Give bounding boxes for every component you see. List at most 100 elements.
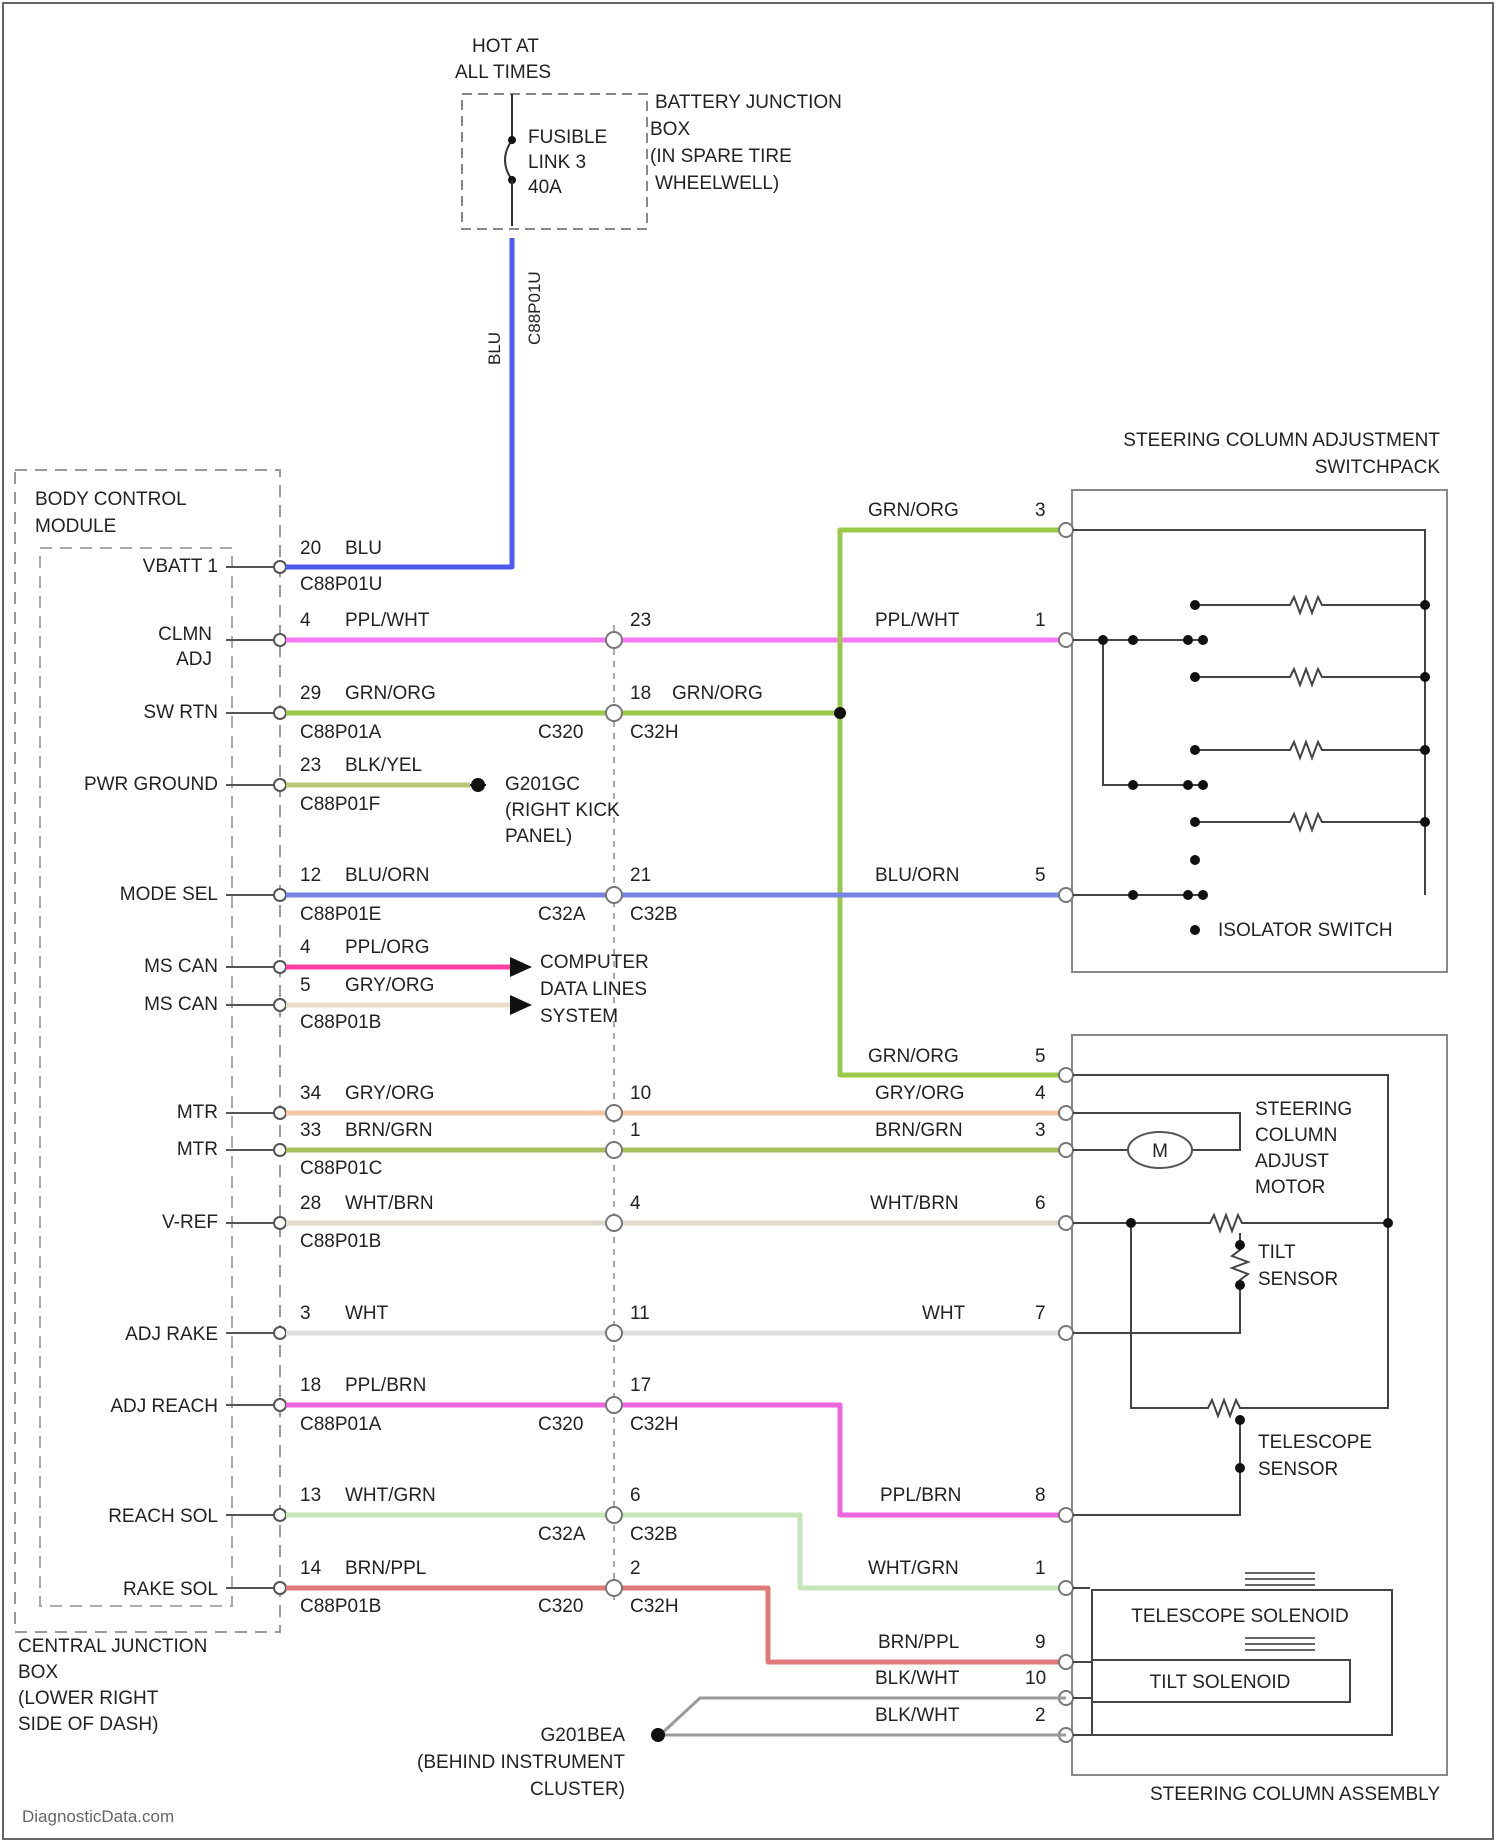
w-whtgrn-pin: 13: [300, 1485, 321, 1506]
w-grnorg-pin: 29: [300, 683, 321, 704]
w-brngrn-rcolor: BRN/GRN: [875, 1120, 963, 1141]
bjb-label-line3: (IN SPARE TIRE: [650, 146, 792, 167]
w-wht-rpin: 7: [1035, 1303, 1046, 1324]
cjb-label-line4: SIDE OF DASH): [18, 1714, 158, 1735]
assembly-title: STEERING COLUMN ASSEMBLY: [1150, 1784, 1440, 1805]
w-whtgrn-conn-right: C32B: [630, 1524, 678, 1545]
w-pplbrn-circuit: C88P01A: [300, 1414, 382, 1435]
w-brnppl-midpin: 2: [630, 1558, 641, 1579]
w-blkyel-ground-l3: PANEL): [505, 826, 572, 847]
w-grnorg-midpin: 18: [630, 683, 651, 704]
splice-dot-grn-org: [834, 707, 846, 719]
w-whtbrn-color: WHT/BRN: [345, 1193, 434, 1214]
ground-g201gc: [470, 778, 486, 792]
wire-labels-left: 20 BLU C88P01U 4 PPL/WHT 23 PPL/WHT 1 29…: [300, 538, 1046, 1653]
motor-label-l1: STEERING: [1255, 1099, 1352, 1120]
w-gryorg-rcolor: GRY/ORG: [875, 1083, 964, 1104]
fuse-label-line1: FUSIBLE: [528, 127, 607, 148]
bcm-outer-dashed: [15, 470, 280, 1632]
w-pplbrn-pin: 18: [300, 1375, 321, 1396]
w-gryorg-can-color: GRY/ORG: [345, 975, 434, 996]
pin-label-reach-sol: REACH SOL: [108, 1506, 218, 1527]
gnd-blkwht-pin-1: 10: [1025, 1668, 1046, 1689]
gnd-blkwht-pin-2: 2: [1035, 1705, 1046, 1726]
pin-label-vbatt: VBATT 1: [143, 556, 218, 577]
w-pplwht-color: PPL/WHT: [345, 610, 430, 631]
w-wht-pin: 3: [300, 1303, 311, 1324]
w-gryorg-pin: 34: [300, 1083, 322, 1104]
bjb-vertical-circuit: C88P01U: [525, 271, 544, 345]
w-brngrn-pin: 33: [300, 1120, 321, 1141]
tilt-sensor-l1: TILT: [1258, 1242, 1296, 1263]
w-grnorg-rcolor: GRN/ORG: [672, 683, 763, 704]
fuse-dot-top: [508, 136, 516, 144]
pin-label-clmn: CLMN: [158, 624, 212, 645]
w-brngrn-midpin: 1: [630, 1120, 641, 1141]
fuse-label-line2: LINK 3: [528, 152, 586, 173]
w-blu-color: BLU: [345, 538, 382, 559]
w-whtgrn-rpin: 1: [1035, 1558, 1046, 1579]
w-bluorn-conn-right: C32B: [630, 904, 678, 925]
fuse-label-line3: 40A: [528, 177, 562, 198]
pin-label-mtr-1: MTR: [177, 1102, 218, 1123]
w-bluorn-conn-left: C32A: [538, 904, 586, 925]
bjb-vertical-color: BLU: [485, 332, 504, 365]
tilt-solenoid-coil: [1245, 1638, 1315, 1650]
tilt-solenoid-label: TILT SOLENOID: [1150, 1672, 1291, 1693]
w-pplwht-rpin: 1: [1035, 610, 1046, 631]
w-gryorg-can-circuit: C88P01B: [300, 1012, 381, 1033]
w-wht-color: WHT: [345, 1303, 389, 1324]
w-whtgrn-color: WHT/GRN: [345, 1485, 436, 1506]
w-pplorg-pin: 4: [300, 937, 311, 958]
gnd-blkwht-color-2: BLK/WHT: [875, 1705, 960, 1726]
bjb-label-line2: BOX: [650, 119, 690, 140]
gnd-blkwht-color-1: BLK/WHT: [875, 1668, 960, 1689]
w-bluorn-rcolor: BLU/ORN: [875, 865, 959, 886]
ground2-line2: (BEHIND INSTRUMENT: [417, 1752, 625, 1773]
assembly-top-color: GRN/ORG: [868, 1046, 959, 1067]
wire-blu: [286, 238, 512, 567]
w-grnorg-color: GRN/ORG: [345, 683, 436, 704]
w-pplbrn-conn-right: C32H: [630, 1414, 679, 1435]
arrow-icon-can-1: [510, 957, 532, 977]
w-whtgrn-rcolor: WHT/GRN: [868, 1558, 959, 1579]
switchpack-top-color: GRN/ORG: [868, 500, 959, 521]
w-blkyel-ground: G201GC: [505, 774, 580, 795]
w-blkyel-ground-l2: (RIGHT KICK: [505, 800, 620, 821]
w-pplwht-pin: 4: [300, 610, 311, 631]
cdl-line1: COMPUTER: [540, 952, 649, 973]
w-whtgrn-midpin: 6: [630, 1485, 641, 1506]
motor-label-l2: COLUMN: [1255, 1125, 1337, 1146]
bcm-title-line2: MODULE: [35, 516, 116, 537]
pin-label-mode-sel: MODE SEL: [120, 884, 218, 905]
pin-label-ms-can-1: MS CAN: [144, 956, 218, 977]
w-pplwht-rcolor: PPL/WHT: [875, 610, 960, 631]
w-gryorg-rpin: 4: [1035, 1083, 1046, 1104]
watermark: DiagnosticData.com: [22, 1807, 174, 1826]
pin-label-adj-reach: ADJ REACH: [110, 1396, 218, 1417]
switchpack-title-line2: SWITCHPACK: [1315, 457, 1441, 478]
bjb-label-line4: WHEELWELL): [655, 173, 779, 194]
fusible-link-symbol: [505, 140, 512, 180]
w-bluorn-rpin: 5: [1035, 865, 1046, 886]
w-blu-circuit: C88P01U: [300, 574, 382, 595]
w-grnorg-conn-right: C32H: [630, 722, 679, 743]
cjb-label-line1: CENTRAL JUNCTION: [18, 1636, 207, 1657]
ground2-line3: CLUSTER): [530, 1779, 625, 1800]
w-brngrn-rpin: 3: [1035, 1120, 1046, 1141]
w-bluorn-circuit: C88P01E: [300, 904, 381, 925]
bcm-pin-stubs: [226, 561, 286, 1594]
motor-symbol: M: [1152, 1141, 1168, 1162]
telescope-solenoid-label: TELESCOPE SOLENOID: [1131, 1606, 1349, 1627]
w-wht-midpin: 11: [630, 1303, 650, 1324]
w-gryorg-can-pin: 5: [300, 975, 311, 996]
tele-sensor-l1: TELESCOPE: [1258, 1432, 1372, 1453]
inline-connector: [606, 625, 622, 1600]
pin-label-adj: ADJ: [176, 649, 212, 670]
w-whtbrn-rcolor: WHT/BRN: [870, 1193, 959, 1214]
w-grnorg-circuit: C88P01A: [300, 722, 382, 743]
pin-label-sw-rtn: SW RTN: [143, 702, 218, 723]
ground-g201bea: [651, 1728, 665, 1742]
motor-label-l3: ADJUST: [1255, 1151, 1329, 1172]
w-brnppl-conn-right: C32H: [630, 1596, 679, 1617]
